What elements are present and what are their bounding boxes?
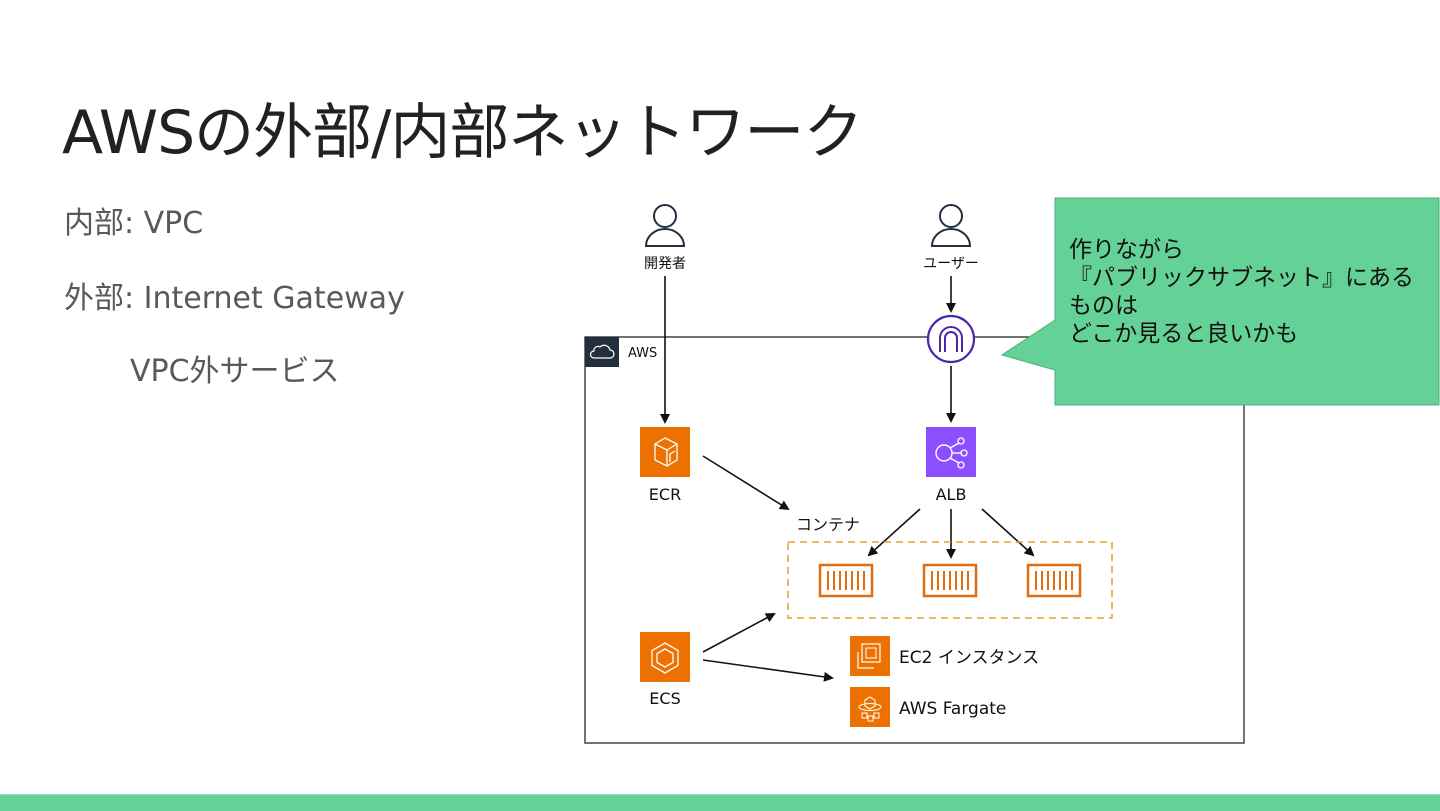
bullet-internal: 内部: VPC bbox=[64, 206, 204, 241]
bullet-outside-vpc-services: VPC外サービス bbox=[130, 354, 340, 389]
callout-line: 作りながら bbox=[1069, 237, 1184, 263]
user-label: ユーザー bbox=[923, 256, 979, 272]
callout-shape bbox=[1000, 197, 1440, 406]
ec2-instance-icon bbox=[850, 636, 890, 676]
ec2-label: EC2 インスタンス bbox=[899, 648, 1039, 668]
container-group-label: コンテナ bbox=[796, 515, 860, 534]
cloud-icon bbox=[589, 344, 615, 359]
alb-label: ALB bbox=[936, 485, 967, 504]
container-icon bbox=[818, 563, 874, 598]
ecr-icon bbox=[640, 427, 690, 477]
internet-gateway-icon bbox=[926, 314, 976, 364]
callout-text: 作りながら 『パブリックサブネット』にある ものは どこか見ると良いかも bbox=[1069, 236, 1414, 348]
aws-cloud-badge bbox=[585, 337, 619, 367]
alb-icon bbox=[926, 427, 976, 477]
aws-cloud-group bbox=[584, 336, 1245, 744]
ecs-label: ECS bbox=[649, 689, 680, 708]
arrow-alb-to-container-3 bbox=[981, 508, 1035, 557]
ecs-icon bbox=[640, 632, 690, 682]
container-icon bbox=[1026, 563, 1082, 598]
arrow-ecs-to-containers bbox=[702, 613, 776, 653]
arrow-ecs-to-compute bbox=[702, 659, 834, 682]
slide-title: AWSの外部/内部ネットワーク bbox=[62, 98, 863, 168]
fargate-label: AWS Fargate bbox=[899, 699, 1006, 719]
aws-group-label: AWS bbox=[628, 346, 657, 361]
arrow-ecr-to-containers bbox=[702, 455, 790, 511]
ecr-label: ECR bbox=[649, 485, 681, 504]
developer-user-icon bbox=[644, 204, 686, 247]
footer-accent-bar bbox=[0, 794, 1440, 811]
container-icon bbox=[922, 563, 978, 598]
callout-line: ものは bbox=[1069, 293, 1138, 319]
arrow-alb-to-container-1 bbox=[867, 508, 921, 557]
fargate-icon bbox=[850, 687, 890, 727]
end-user-icon bbox=[930, 204, 972, 247]
callout-line: どこか見ると良いかも bbox=[1069, 321, 1299, 347]
developer-label: 開発者 bbox=[644, 256, 686, 272]
container-group bbox=[787, 541, 1113, 619]
bullet-external: 外部: Internet Gateway bbox=[64, 281, 405, 316]
callout-line: 『パブリックサブネット』にある bbox=[1069, 265, 1414, 291]
